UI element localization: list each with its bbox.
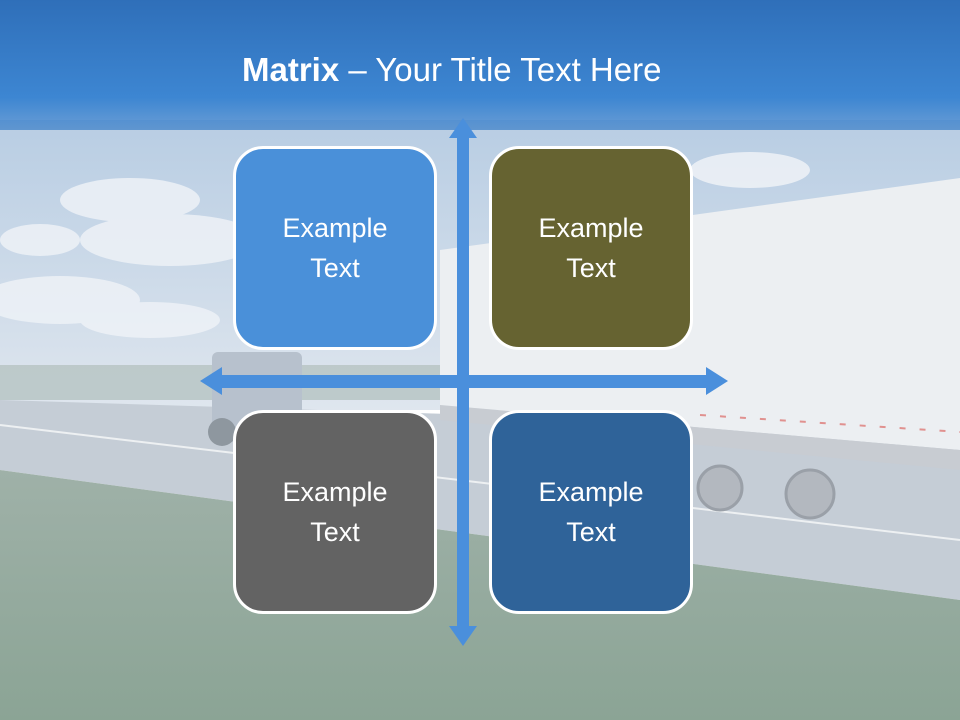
right-arrowhead xyxy=(706,367,728,395)
title-banner xyxy=(0,0,960,130)
down-arrowhead xyxy=(449,626,477,646)
title-rest: – Your Title Text Here xyxy=(339,51,662,88)
quadrant-top-right: Example Text xyxy=(489,146,693,350)
quadrant-text: Example Text xyxy=(538,477,644,547)
quadrant-text: Example Text xyxy=(282,477,388,547)
quadrant-text: Example Text xyxy=(538,213,644,283)
quadrant-top-left: Example Text xyxy=(233,146,437,350)
quadrant-bottom-left: Example Text xyxy=(233,410,437,614)
left-arrowhead xyxy=(200,367,222,395)
quadrant-bottom-right: Example Text xyxy=(489,410,693,614)
horizontal-axis xyxy=(218,375,708,388)
slide-title: Matrix – Your Title Text Here xyxy=(242,50,661,90)
up-arrowhead xyxy=(449,118,477,138)
title-bold: Matrix xyxy=(242,51,340,88)
quadrant-text: Example Text xyxy=(282,213,388,283)
